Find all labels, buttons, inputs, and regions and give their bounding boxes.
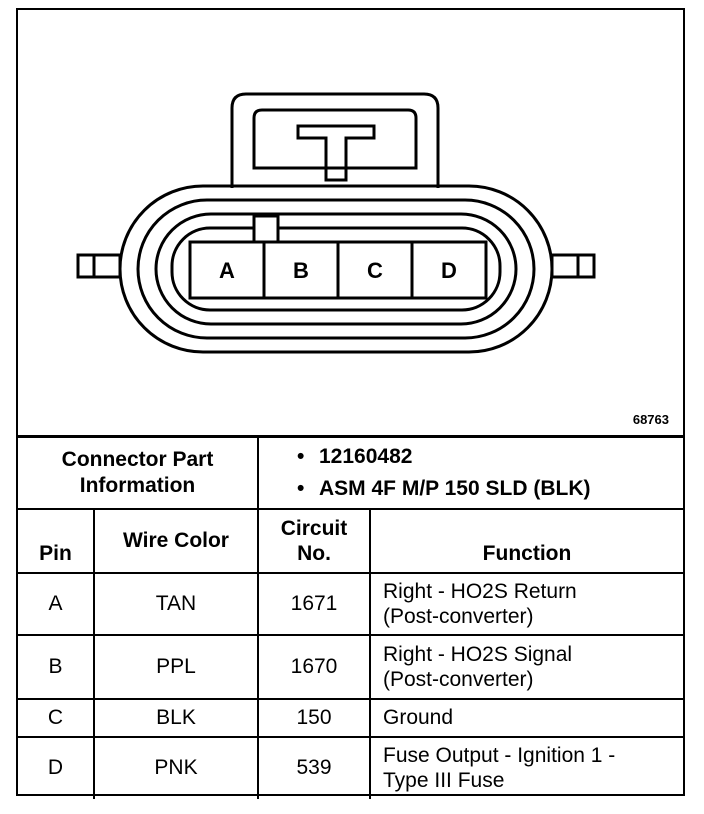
connector-shell-mid: [136, 198, 536, 340]
row-wire-color: PPL: [93, 633, 259, 700]
row-wire-color: BLK: [93, 697, 259, 738]
row-pin: D: [18, 735, 95, 799]
row-pin: A: [18, 571, 95, 636]
row-pin: B: [18, 633, 95, 700]
row-wire-color: TAN: [93, 571, 259, 636]
connector-info-row: Connector Part Information •12160482 •AS…: [18, 435, 683, 510]
connector-sheet: A B C D 68763 Connector Part Information…: [16, 8, 685, 799]
connector-assembly: •ASM 4F M/P 150 SLD (BLK): [297, 476, 591, 500]
row-pin: C: [18, 697, 95, 738]
connector-face: [170, 226, 502, 312]
row-function: Right - HO2S Return(Post-converter): [369, 571, 683, 636]
table-row: A TAN 1671 Right - HO2S Return(Post-conv…: [18, 571, 683, 636]
row-function: Ground: [369, 697, 683, 738]
connector-info-values: •12160482 •ASM 4F M/P 150 SLD (BLK): [257, 435, 683, 510]
header-function: Function: [369, 507, 683, 574]
connector-key: [252, 214, 280, 244]
lock-t: [296, 124, 376, 182]
table-row: D PNK 539 Fuse Output - Ignition 1 -Type…: [18, 735, 683, 799]
pin-label-c: C: [367, 258, 383, 283]
pinout-table: Connector Part Information •12160482 •AS…: [18, 435, 683, 799]
row-circuit: 1671: [257, 571, 371, 636]
right-latch: [550, 253, 596, 279]
lock-tab-inner: [252, 108, 418, 170]
row-circuit: 539: [257, 735, 371, 799]
header-pin: Pin: [18, 507, 95, 574]
pin-cavity-d: [410, 240, 488, 300]
connector-info-label: Connector Part Information: [18, 435, 259, 510]
header-wire-color: Wire Color: [93, 507, 259, 574]
table-row: B PPL 1670 Right - HO2S Signal(Post-conv…: [18, 633, 683, 700]
left-latch: [76, 253, 122, 279]
row-function: Right - HO2S Signal(Post-converter): [369, 633, 683, 700]
lock-tab: [230, 92, 440, 188]
header-circuit: Circuit No.: [257, 507, 371, 574]
connector-drawing: A B C D: [76, 92, 596, 354]
pin-label-d: D: [441, 258, 457, 283]
connector-diagram: A B C D 68763: [18, 10, 683, 435]
row-wire-color: PNK: [93, 735, 259, 799]
row-circuit: 150: [257, 697, 371, 738]
pin-label-b: B: [293, 258, 309, 283]
table-row: C BLK 150 Ground: [18, 697, 683, 738]
pin-label-a: A: [219, 258, 235, 283]
row-circuit: 1670: [257, 633, 371, 700]
connector-shell-inner: [154, 212, 518, 326]
row-function: Fuse Output - Ignition 1 -Type III Fuse: [369, 735, 683, 799]
table-header-row: Pin Wire Color Circuit No. Function: [18, 507, 683, 574]
figure-number: 68763: [632, 412, 669, 427]
connector-part-number: •12160482: [297, 444, 413, 468]
